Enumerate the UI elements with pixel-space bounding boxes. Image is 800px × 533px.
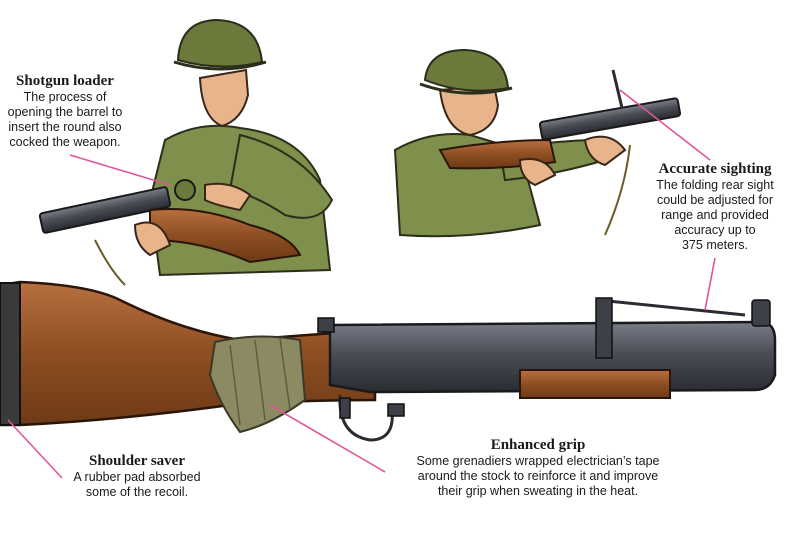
leader-line-shoulder (7, 419, 63, 479)
callout-text-line: range and provided (661, 208, 769, 222)
callout-title: Shoulder saver (89, 453, 185, 469)
leader-lines (7, 89, 716, 479)
callout-text-line: The folding rear sight (656, 178, 774, 192)
callout-text-line: accuracy up to (674, 223, 756, 237)
callout-shotgun-loader: Shotgun loader The process of opening th… (0, 72, 136, 150)
leader-line-sighting-2 (704, 257, 716, 311)
grenade-launcher-illustration (0, 280, 777, 442)
callout-accurate-sighting: Accurate sighting The folding rear sight… (640, 160, 790, 253)
callout-title: Accurate sighting (658, 161, 772, 177)
callout-text-line: opening the barrel to (7, 105, 123, 119)
callout-text-line: A rubber pad absorbed (73, 470, 201, 484)
callout-title: Shotgun loader (16, 73, 114, 89)
leader-line-grip (269, 404, 386, 473)
leader-line-shotgun (69, 154, 171, 186)
callout-shoulder-saver: Shoulder saver A rubber pad absorbed som… (62, 452, 212, 500)
callout-text-line: cocked the weapon. (9, 135, 121, 149)
callout-enhanced-grip: Enhanced grip Some grenadiers wrapped el… (388, 436, 688, 499)
callout-text-line: 375 meters. (681, 238, 748, 252)
leader-line-sighting (619, 89, 711, 161)
callout-text-line: some of the recoil. (85, 485, 189, 499)
soldier-loading-illustration (38, 18, 334, 286)
callout-text-line: around the stock to reinforce it and imp… (417, 469, 659, 483)
callout-text-line: The process of (23, 90, 107, 104)
callout-title: Enhanced grip (490, 437, 586, 453)
soldier-aiming-illustration (393, 48, 682, 238)
callout-text-line: their grip when sweating in the heat. (437, 484, 639, 498)
callout-text-line: insert the round also (8, 120, 122, 134)
callout-text-line: could be adjusted for (656, 193, 774, 207)
callout-text-line: Some grenadiers wrapped electrician’s ta… (416, 454, 660, 468)
